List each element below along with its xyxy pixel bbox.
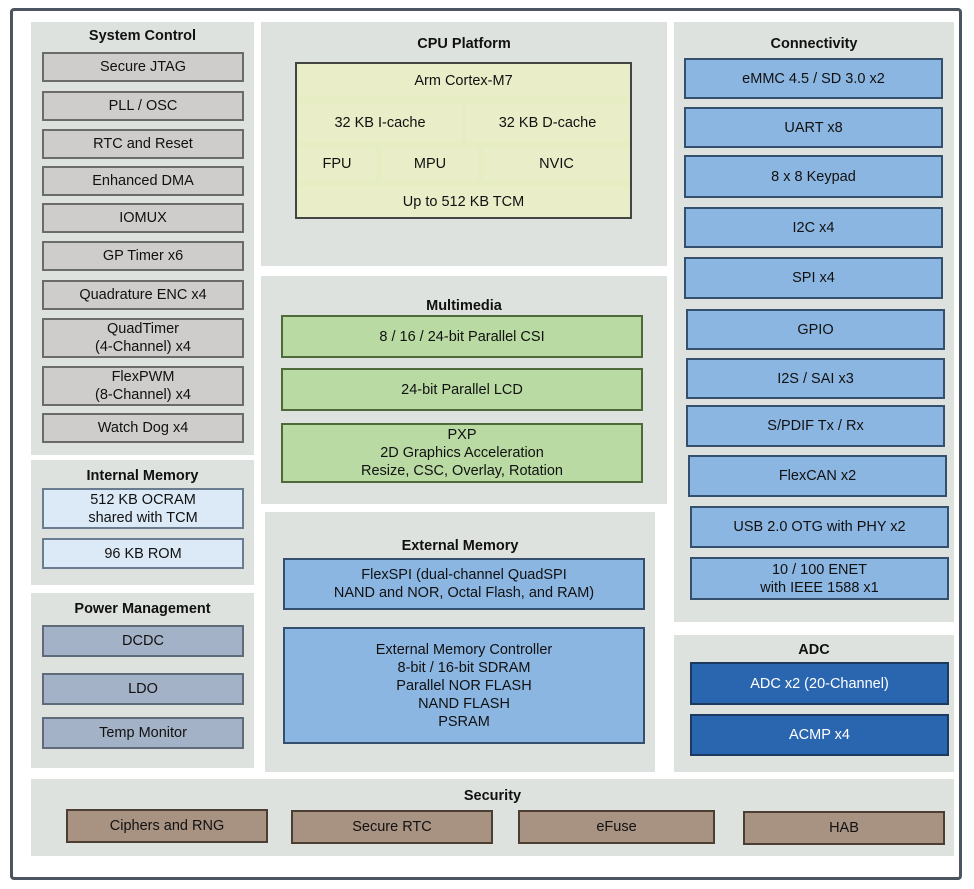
secure-rtc-block: Secure RTC: [291, 810, 493, 844]
usb-otg-block: USB 2.0 OTG with PHY x2: [690, 506, 949, 548]
pxp-block: PXP 2D Graphics Acceleration Resize, CSC…: [281, 423, 643, 483]
acmp-block: ACMP x4: [690, 714, 949, 756]
connectivity-title: Connectivity: [770, 36, 858, 52]
keypad-block: 8 x 8 Keypad: [684, 155, 943, 198]
iomux-block: IOMUX: [42, 203, 244, 233]
flexpwm-block: FlexPWM (8-Channel) x4: [42, 366, 244, 406]
efuse-block: eFuse: [518, 810, 715, 844]
internal-memory-title: Internal Memory: [86, 468, 199, 484]
system-control-title: System Control: [88, 28, 197, 44]
pll-osc-block: PLL / OSC: [42, 91, 244, 121]
external-memory-title: External Memory: [401, 538, 519, 554]
watch-dog-block: Watch Dog x4: [42, 413, 244, 443]
multimedia-title: Multimedia: [426, 298, 502, 314]
ciphers-rng-block: Ciphers and RNG: [66, 809, 268, 843]
enhanced-dma-block: Enhanced DMA: [42, 166, 244, 196]
i2s-sai-block: I2S / SAI x3: [686, 358, 945, 399]
spi-block: SPI x4: [684, 257, 943, 299]
quadrature-enc-block: Quadrature ENC x4: [42, 280, 244, 310]
rtc-reset-block: RTC and Reset: [42, 129, 244, 159]
ldo-block: LDO: [42, 673, 244, 705]
i2c-block: I2C x4: [684, 207, 943, 248]
gpio-block: GPIO: [686, 309, 945, 350]
quadtimer-block: QuadTimer (4-Channel) x4: [42, 318, 244, 358]
adc-title: ADC: [798, 642, 830, 658]
gp-timer-block: GP Timer x6: [42, 241, 244, 271]
icache-block: 32 KB I-cache: [298, 104, 462, 142]
flexcan-block: FlexCAN x2: [688, 455, 947, 497]
security-title: Security: [463, 788, 522, 804]
uart-block: UART x8: [684, 107, 943, 148]
tcm-block: Up to 512 KB TCM: [298, 186, 629, 217]
emc-block: External Memory Controller 8-bit / 16-bi…: [283, 627, 645, 744]
parallel-lcd-block: 24-bit Parallel LCD: [281, 368, 643, 411]
dcache-block: 32 KB D-cache: [466, 104, 629, 142]
mpu-block: MPU: [382, 147, 478, 181]
secure-jtag-block: Secure JTAG: [42, 52, 244, 82]
nvic-block: NVIC: [484, 147, 629, 181]
ocram-block: 512 KB OCRAM shared with TCM: [42, 488, 244, 529]
flexspi-block: FlexSPI (dual-channel QuadSPI NAND and N…: [283, 558, 645, 610]
hab-block: HAB: [743, 811, 945, 845]
adc-block: ADC x2 (20-Channel): [690, 662, 949, 705]
power-management-title: Power Management: [74, 601, 211, 617]
dcdc-block: DCDC: [42, 625, 244, 657]
emmc-sd-block: eMMC 4.5 / SD 3.0 x2: [684, 58, 943, 99]
cpu-platform-title: CPU Platform: [417, 36, 511, 52]
parallel-csi-block: 8 / 16 / 24-bit Parallel CSI: [281, 315, 643, 358]
fpu-block: FPU: [298, 147, 376, 181]
cpu-core-label: Arm Cortex-M7: [298, 65, 629, 97]
temp-monitor-block: Temp Monitor: [42, 717, 244, 749]
rom-block: 96 KB ROM: [42, 538, 244, 569]
spdif-block: S/PDIF Tx / Rx: [686, 405, 945, 447]
enet-block: 10 / 100 ENET with IEEE 1588 x1: [690, 557, 949, 600]
